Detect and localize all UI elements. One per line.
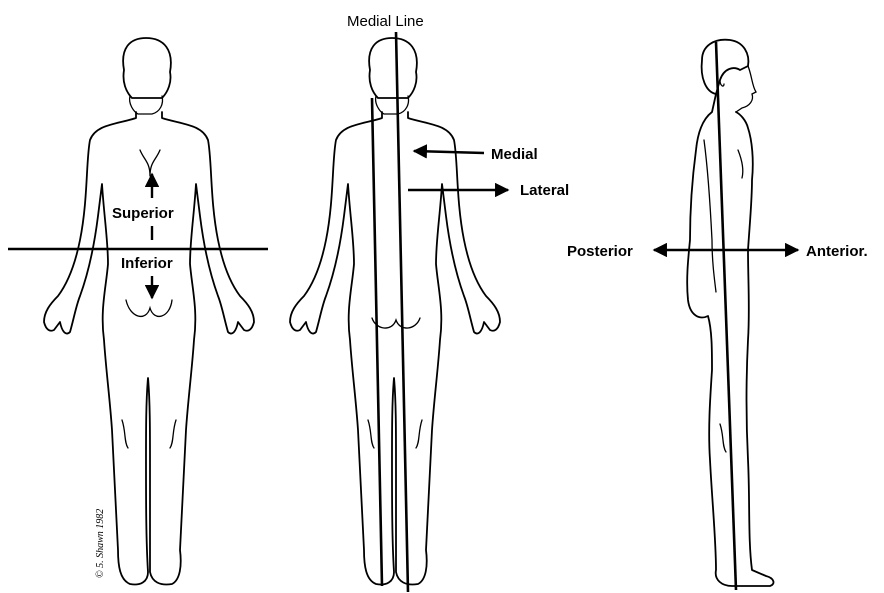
medial-label: Medial [491,146,538,163]
buttocks-line-left [126,300,172,316]
inferior-label: Inferior [121,255,173,272]
head-right [702,40,756,112]
head-center [369,38,417,114]
coronal-plane-line [716,42,736,590]
body-outline-right [687,94,773,586]
body-outline-left [44,112,254,585]
head-left [123,38,171,114]
medial-line-secondary [372,98,382,586]
posterior-label: Posterior [567,243,633,260]
superior-label: Superior [112,205,174,222]
figure-back-view-left: Superior Inferior © 5. Shawn 1982 [8,38,268,585]
medial-arrow [414,151,484,153]
anterior-label: Anterior. [806,243,868,260]
artist-signature: © 5. Shawn 1982 [95,509,106,578]
figure-back-view-center: Medial Line Medial Lateral [290,13,569,592]
medial-line-label: Medial Line [347,13,424,30]
medial-line-primary [396,32,408,592]
lateral-label: Lateral [520,182,569,199]
body-outline-center [290,112,500,585]
figure-side-view-right: Posterior Anterior. [567,40,868,590]
